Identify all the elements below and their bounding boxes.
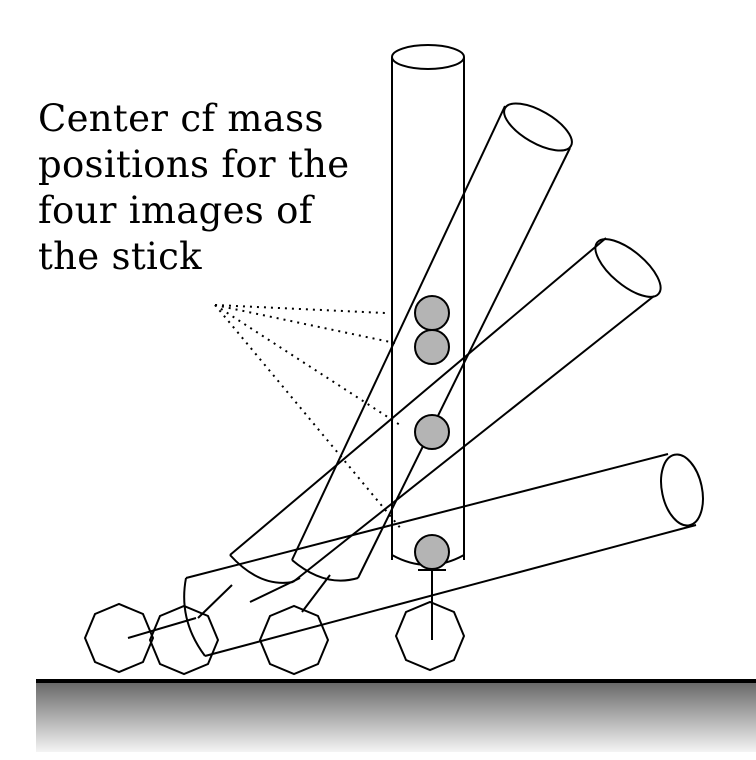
center-of-mass-marker-4 [414, 534, 450, 570]
annotation-line-3: four images of [38, 189, 313, 232]
annotation-label: Center cf mass positions for the four im… [38, 96, 358, 280]
stick-vertical [391, 44, 465, 566]
annotation-line-1: Center cf mass [38, 97, 324, 140]
center-of-mass-marker-2 [414, 329, 450, 365]
stick-tilt-steep [291, 102, 573, 582]
ground-line [36, 679, 756, 683]
annotation-line-2: positions for the [38, 143, 350, 186]
base-circle-2 [148, 604, 220, 676]
annotation-line-4: the stick [38, 235, 202, 278]
stick-tilt-shallow [183, 453, 704, 657]
center-of-mass-marker-1 [414, 295, 450, 331]
center-of-mass-marker-3 [414, 414, 450, 450]
stick-tilt-medium [229, 237, 662, 584]
annotation-pointers [214, 304, 403, 531]
base-circle-4 [394, 600, 466, 672]
base-circle-1 [83, 602, 155, 674]
base-circle-3 [258, 604, 330, 676]
ground-shading [36, 683, 756, 752]
